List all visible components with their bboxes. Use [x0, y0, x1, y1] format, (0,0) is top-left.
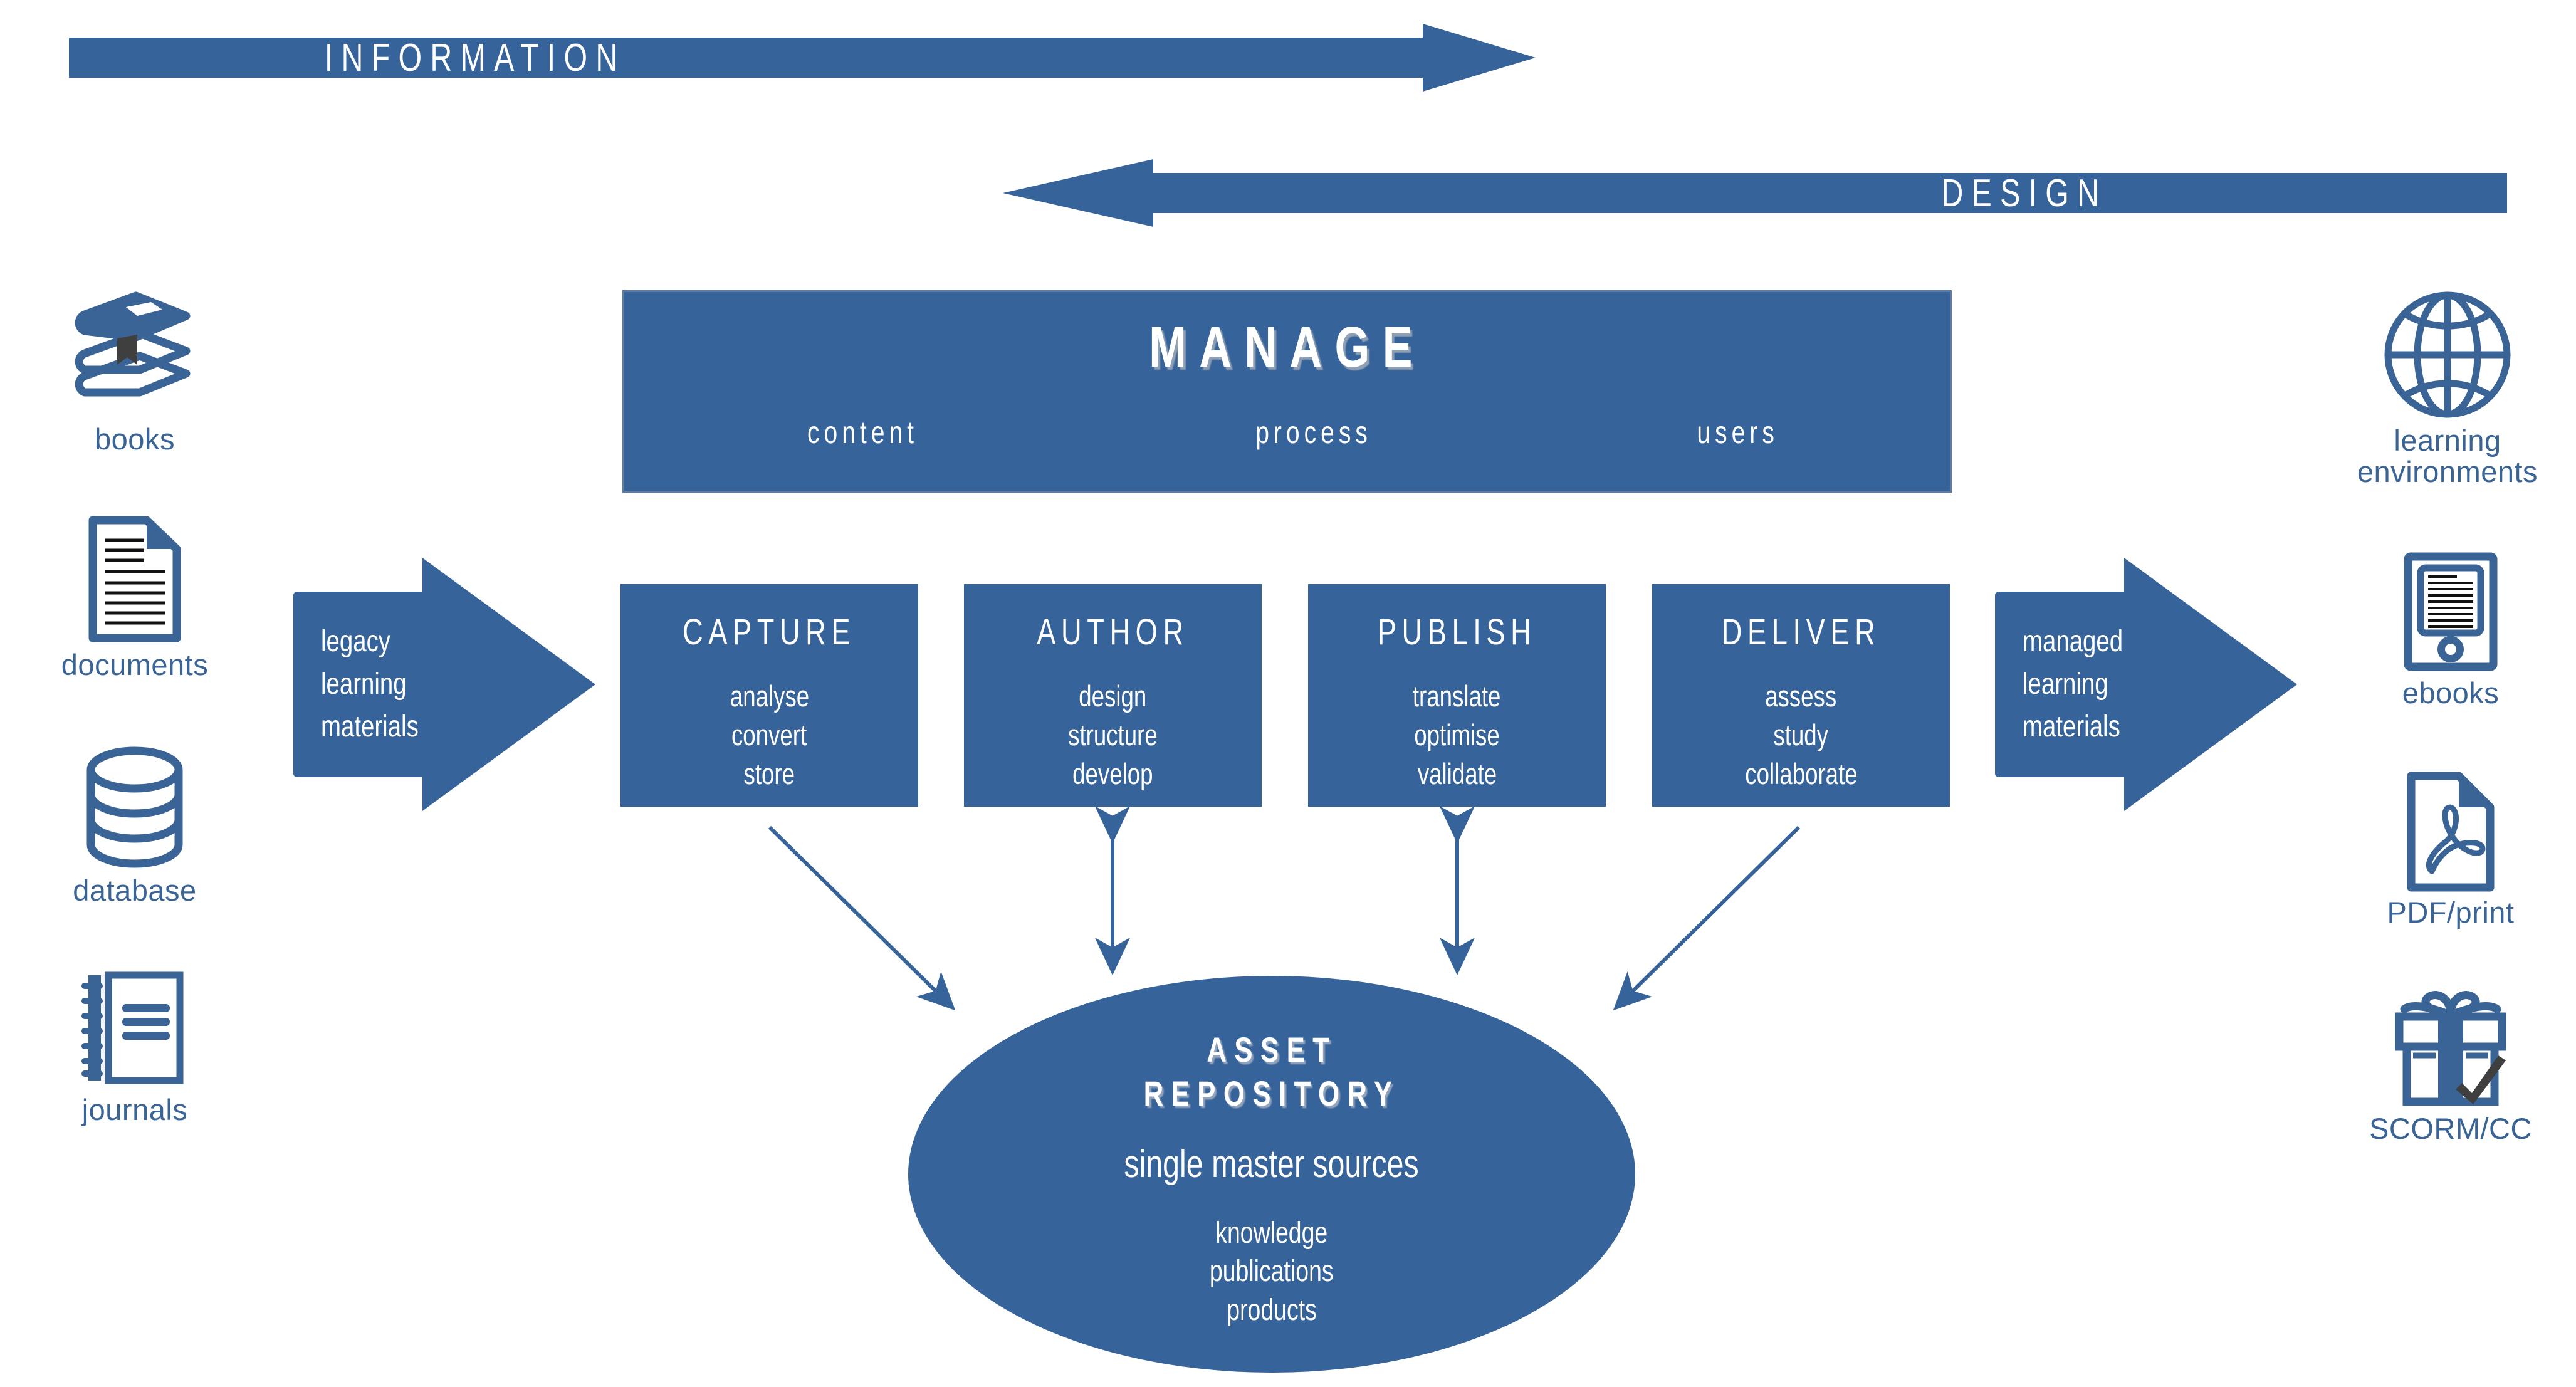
output-item-learning-environments[interactable]: learning environments: [2335, 288, 2560, 488]
asset-repository-ellipse[interactable]: ASSET REPOSITORY single master sources k…: [908, 976, 1635, 1373]
manage-subtitle-users: users: [1697, 415, 1779, 450]
connector-capture-to-repository: [768, 825, 956, 1011]
legacy-materials-arrow: legacy learning materials: [282, 555, 595, 814]
stage-title-author: AUTHOR: [1037, 612, 1189, 652]
manage-title: MANAGE: [1149, 315, 1425, 379]
output-label-scorm-cc: SCORM/CC: [2369, 1112, 2532, 1145]
stage-words-publish: translate optimise validate: [1413, 679, 1501, 791]
output-item-ebooks[interactable]: ebooks: [2347, 552, 2554, 709]
managed-materials-label: managed learning materials: [2023, 624, 2123, 744]
stage-title-deliver: DELIVER: [1721, 612, 1881, 652]
gift-check-icon: [2395, 991, 2506, 1106]
ereader-icon: [2404, 552, 2498, 671]
connector-deliver-to-repository: [1613, 825, 1801, 1011]
information-banner-label: INFORMATION: [324, 36, 626, 80]
legacy-materials-label: legacy learning materials: [321, 624, 419, 744]
output-label-learning-environments-line2: environments: [2357, 454, 2538, 488]
input-item-books[interactable]: books: [31, 288, 238, 455]
books-icon: [75, 291, 191, 397]
asset-repository-items: knowledge publications products: [1210, 1217, 1334, 1327]
asset-repository-title: ASSET REPOSITORY: [1143, 1030, 1400, 1113]
input-item-database[interactable]: database: [31, 740, 238, 906]
stage-box-publish[interactable]: PUBLISH translate optimise validate: [1308, 584, 1606, 807]
input-label-database: database: [73, 874, 197, 907]
stage-title-publish: PUBLISH: [1377, 612, 1537, 652]
pdf-icon: [2407, 772, 2495, 892]
journal-icon: [81, 971, 184, 1084]
input-label-documents: documents: [61, 648, 209, 681]
design-banner-label: DESIGN: [1941, 171, 2108, 215]
output-item-scorm-cc[interactable]: SCORM/CC: [2338, 990, 2563, 1144]
output-label-ebooks: ebooks: [2402, 676, 2500, 709]
stage-box-author[interactable]: AUTHOR design structure develop: [964, 584, 1262, 807]
design-banner-arrow: DESIGN: [1003, 159, 2507, 227]
stage-box-deliver[interactable]: DELIVER assess study collaborate: [1652, 584, 1950, 807]
manage-panel: MANAGE content process users: [622, 290, 1952, 493]
input-item-documents[interactable]: documents: [31, 514, 238, 681]
manage-subtitle-process: process: [1255, 415, 1372, 450]
output-label-pdf-print: PDF/print: [2387, 896, 2515, 929]
stage-words-capture: analyse convert store: [730, 679, 809, 791]
input-label-journals: journals: [81, 1093, 188, 1126]
information-banner-arrow: INFORMATION: [69, 24, 1536, 92]
stage-box-capture[interactable]: CAPTURE analyse convert store: [620, 584, 918, 807]
stage-title-capture: CAPTURE: [683, 612, 856, 652]
document-icon: [88, 516, 181, 642]
stage-words-author: design structure develop: [1068, 679, 1158, 791]
input-label-books: books: [95, 422, 175, 456]
input-item-journals[interactable]: journals: [31, 965, 238, 1126]
stage-words-deliver: assess study collaborate: [1744, 679, 1858, 791]
asset-repository-subtitle: single master sources: [1124, 1143, 1420, 1186]
output-label-learning-environments-line1: learning: [2394, 424, 2501, 457]
managed-materials-arrow: managed learning materials: [1984, 555, 2297, 814]
globe-icon: [2384, 291, 2511, 418]
manage-subtitles: content process users: [624, 414, 1950, 451]
output-item-pdf-print[interactable]: PDF/print: [2347, 771, 2554, 928]
manage-subtitle-content: content: [807, 415, 919, 450]
database-icon: [86, 746, 183, 868]
